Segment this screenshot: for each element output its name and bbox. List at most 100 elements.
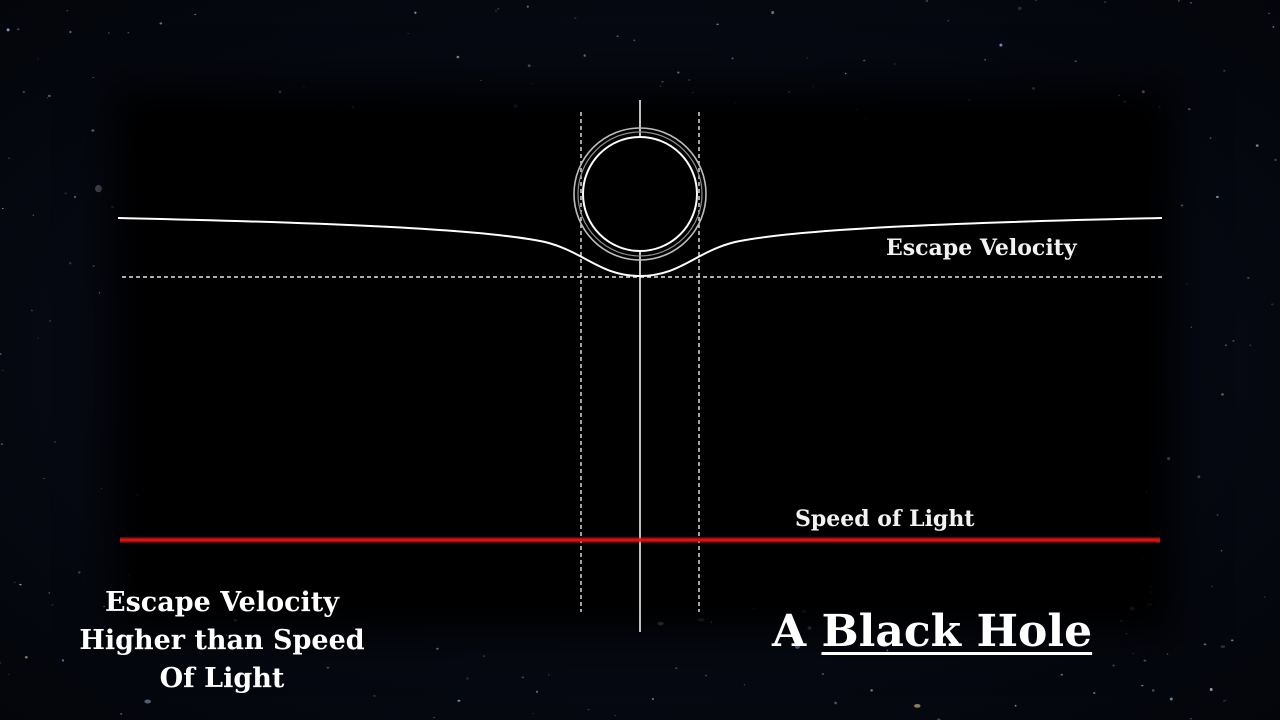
background-star xyxy=(535,690,539,693)
background-star xyxy=(1123,100,1126,103)
background-star xyxy=(834,701,837,705)
background-star xyxy=(1125,633,1128,635)
background-star xyxy=(1224,344,1228,347)
background-star xyxy=(1220,645,1226,648)
background-star xyxy=(1221,393,1224,396)
background-star xyxy=(1255,144,1259,147)
background-star xyxy=(731,57,734,60)
background-star xyxy=(1120,619,1123,623)
background-star xyxy=(1143,659,1147,662)
background-star xyxy=(495,10,497,12)
mass-outer-ring xyxy=(573,127,707,261)
background-star xyxy=(32,214,35,216)
background-star xyxy=(37,337,39,339)
background-star xyxy=(1203,643,1207,646)
background-star xyxy=(516,120,519,123)
background-star xyxy=(1271,303,1274,306)
background-star xyxy=(91,129,95,132)
background-star xyxy=(705,674,707,677)
background-star xyxy=(497,7,500,10)
background-star xyxy=(294,601,298,604)
background-star xyxy=(69,31,72,33)
background-star xyxy=(98,292,101,294)
background-star xyxy=(863,117,867,120)
background-star xyxy=(863,59,866,62)
background-star xyxy=(526,5,529,8)
background-star xyxy=(78,571,81,574)
background-star xyxy=(120,713,123,715)
background-star xyxy=(1189,717,1193,720)
background-star xyxy=(1034,0,1037,1)
background-star xyxy=(794,643,800,649)
background-star xyxy=(66,10,69,12)
background-star xyxy=(64,192,67,194)
background-star xyxy=(574,17,577,19)
escape-velocity-curve xyxy=(117,217,1163,278)
background-star xyxy=(1189,2,1193,4)
background-star xyxy=(1,369,4,372)
background-star xyxy=(716,23,720,26)
background-star xyxy=(743,684,746,686)
background-star xyxy=(967,99,971,101)
background-star xyxy=(6,28,10,32)
background-star xyxy=(1211,585,1213,588)
background-star xyxy=(657,621,664,626)
background-star xyxy=(886,649,889,652)
background-star xyxy=(812,85,814,88)
background-star xyxy=(1074,60,1077,63)
background-star xyxy=(1220,549,1223,552)
background-star xyxy=(31,309,33,312)
background-star xyxy=(1147,603,1151,607)
background-star xyxy=(1167,456,1171,461)
background-star xyxy=(660,80,664,83)
title-underlined-text: Black Hole xyxy=(821,606,1093,657)
speed-of-light-label: Speed of Light xyxy=(795,506,975,532)
background-star xyxy=(1132,653,1134,655)
background-star xyxy=(1141,90,1145,94)
background-star xyxy=(1190,326,1193,328)
background-star xyxy=(947,20,950,22)
background-star xyxy=(633,39,636,42)
background-star xyxy=(466,677,469,680)
background-star xyxy=(894,63,896,65)
background-star xyxy=(0,662,1,664)
background-star xyxy=(1032,87,1035,90)
background-star xyxy=(1187,108,1191,111)
background-star xyxy=(111,205,114,209)
background-star xyxy=(1060,673,1064,676)
background-star xyxy=(925,0,929,3)
background-star xyxy=(521,676,525,679)
background-star xyxy=(752,607,756,610)
background-star xyxy=(651,698,654,700)
background-star xyxy=(1150,603,1153,605)
background-star xyxy=(616,35,619,38)
background-star xyxy=(194,13,197,16)
background-star xyxy=(436,647,439,650)
background-star xyxy=(1137,525,1140,527)
background-star xyxy=(1141,684,1144,687)
background-star xyxy=(675,667,678,669)
background-star xyxy=(806,57,808,59)
background-star xyxy=(480,80,482,81)
mass-middle-ring xyxy=(577,131,703,257)
background-star xyxy=(1272,26,1275,28)
background-star xyxy=(100,487,103,489)
background-star xyxy=(48,320,52,322)
background-star xyxy=(53,440,57,444)
background-star xyxy=(1142,557,1144,559)
background-star xyxy=(351,106,355,109)
background-star xyxy=(1146,352,1148,354)
background-star xyxy=(128,574,130,576)
background-star xyxy=(92,265,95,267)
caption-line-3: Of Light xyxy=(159,663,285,694)
background-star xyxy=(1186,283,1188,285)
background-star xyxy=(587,708,590,711)
background-star xyxy=(373,694,376,697)
background-star xyxy=(1209,687,1213,692)
background-star xyxy=(0,443,4,446)
background-star xyxy=(159,22,163,25)
background-star xyxy=(1223,700,1225,702)
background-star xyxy=(1216,195,1219,199)
background-star xyxy=(1249,344,1251,346)
background-star xyxy=(1180,204,1184,207)
